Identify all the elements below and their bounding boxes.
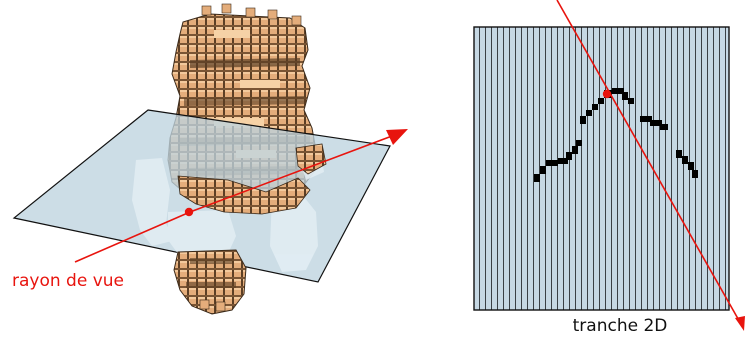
view-ray-label: rayon de vue <box>12 271 124 291</box>
ray-arrowhead-right-icon <box>735 316 745 331</box>
slice-panel: tranche 2D <box>474 0 745 336</box>
slice-label: tranche 2D <box>573 316 668 336</box>
voxel-statue-lower <box>174 250 246 314</box>
voxel-scene: rayon de vue <box>12 4 408 314</box>
ray-arrowhead-icon <box>386 129 408 145</box>
ray-intersection-point <box>185 208 193 216</box>
slice-intersection-point <box>603 90 611 98</box>
